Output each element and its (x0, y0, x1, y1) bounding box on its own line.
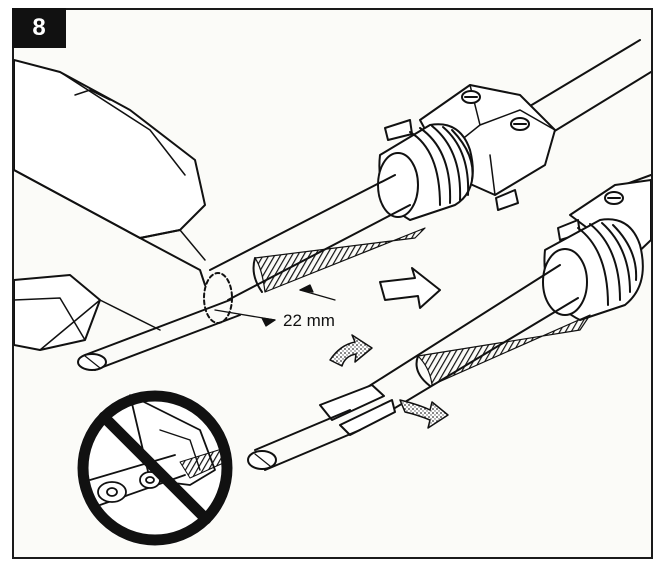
prohibition-slash-icon (98, 411, 212, 525)
dimension-label: 22 mm (283, 311, 335, 330)
cut-position-marker (203, 272, 233, 324)
tool-jaw (14, 274, 161, 351)
upper-cable (77, 39, 651, 371)
dimension-lines (214, 284, 336, 327)
lower-cable (247, 174, 651, 471)
step-number-badge: 8 (12, 8, 66, 48)
peel-down-arrow-icon (399, 399, 449, 429)
tool-housing (14, 59, 206, 286)
pull-direction-arrow-icon (379, 267, 441, 309)
peel-up-arrow-icon (329, 334, 373, 367)
prohibition-ring-icon (77, 390, 233, 546)
prohibited-method-inset (77, 390, 233, 546)
